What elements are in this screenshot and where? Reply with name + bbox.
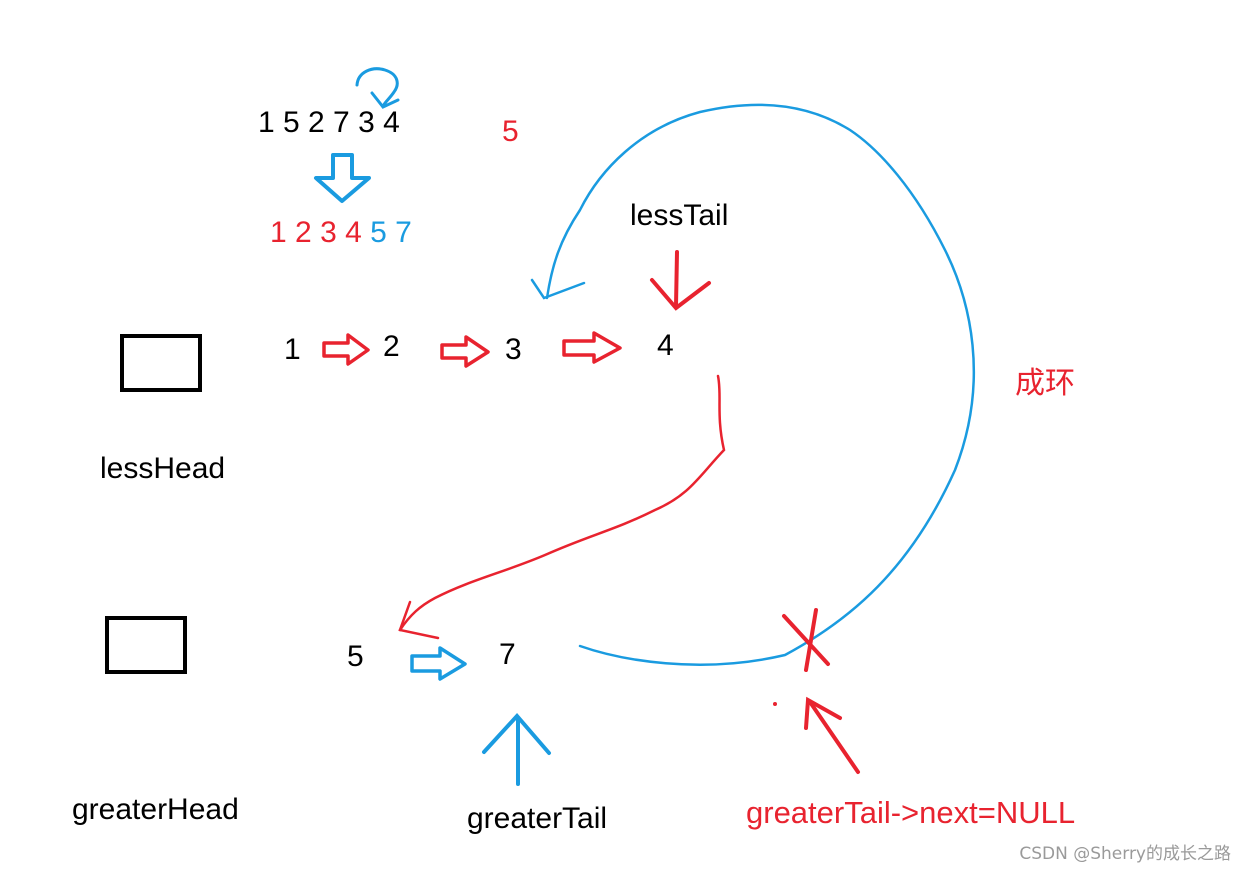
- fix-annotation: greaterTail->next=NULL: [746, 795, 1076, 830]
- greater-node: 7: [499, 638, 516, 671]
- cycle-arrowhead: [530, 278, 586, 300]
- greater-tail-label: greaterTail: [467, 802, 608, 835]
- hollow-right-arrow-icon: [562, 331, 622, 364]
- hollow-right-arrow-icon: [410, 646, 467, 681]
- output-less-item: 1: [270, 216, 287, 249]
- pointer-arrow-icon: [804, 696, 860, 774]
- less-head-node: [120, 334, 202, 392]
- pivot-value: 5: [502, 115, 519, 148]
- output-less-item: 2: [295, 216, 312, 249]
- hollow-right-arrow-icon: [440, 335, 490, 368]
- pointer-arrow-icon: [482, 712, 551, 786]
- cross-mark-icon: [782, 608, 830, 672]
- less-node: 2: [383, 330, 400, 363]
- cycle-label: 成环: [1015, 366, 1075, 401]
- pointer-arrow-icon: [650, 250, 711, 311]
- link-arrowhead: [398, 600, 440, 640]
- output-greater-item: 5: [370, 216, 387, 249]
- output-less-item: 4: [345, 216, 362, 249]
- output-greater-item: 7: [395, 216, 412, 249]
- output-sequence: 1 2 3 4 5 7: [270, 218, 412, 248]
- less-node: 4: [657, 329, 674, 362]
- link-less-to-greater: [398, 374, 726, 632]
- greater-head-node: [105, 616, 187, 674]
- watermark: CSDN @Sherry的成长之路: [1019, 844, 1231, 864]
- less-tail-label: lessTail: [630, 199, 729, 232]
- output-less-item: 3: [320, 216, 337, 249]
- loop-arrow-icon: [355, 67, 400, 109]
- less-node: 3: [505, 333, 522, 366]
- hollow-right-arrow-icon: [322, 333, 370, 366]
- down-arrow-icon: [314, 153, 371, 203]
- less-head-label: lessHead: [100, 452, 226, 485]
- greater-node: 5: [347, 640, 364, 673]
- stray-dot: [773, 702, 777, 706]
- greater-head-label: greaterHead: [72, 793, 239, 826]
- input-sequence: 1 5 2 7 3 4: [258, 106, 400, 139]
- cycle-link: [545, 103, 976, 666]
- less-node: 1: [284, 333, 301, 366]
